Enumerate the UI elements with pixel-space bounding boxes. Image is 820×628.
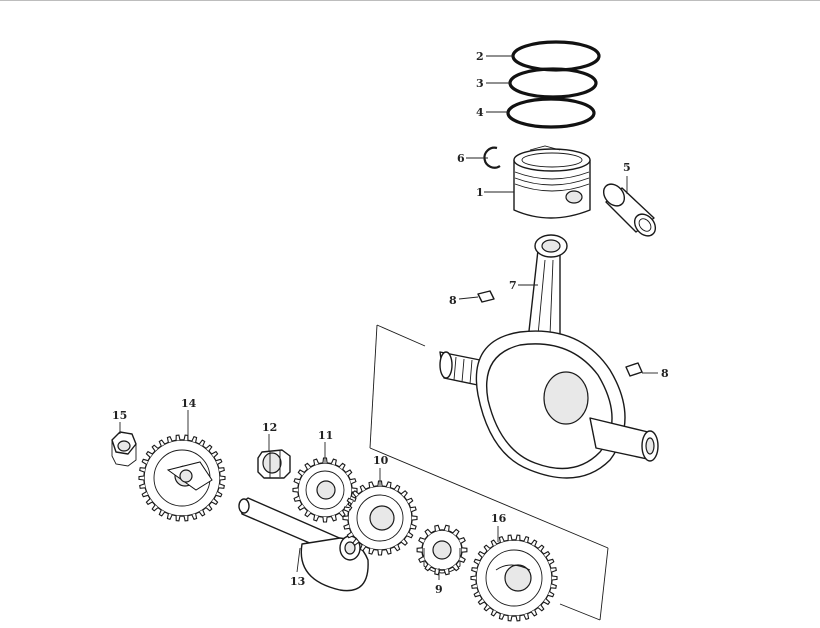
callout-5: 5 [623,161,631,174]
nut-icon [111,431,137,467]
circlip-icon [483,146,501,169]
piston-pin-icon [602,183,657,237]
callout-14: 14 [181,397,197,410]
callout-6: 6 [457,152,465,165]
callout-9: 9 [435,583,443,596]
callout-2: 2 [476,50,484,63]
callout-1: 1 [476,186,484,199]
top-border [0,0,820,1]
assembly-frame [369,324,609,621]
leader-lines [119,55,658,580]
callout-11: 11 [318,429,333,442]
piston-ring-top-icon [511,40,601,72]
callout-7: 7 [509,279,517,292]
callout-8-right: 8 [661,367,669,380]
woodruff-key-left-icon [477,290,495,303]
small-gear-icon [421,529,463,574]
collar-nut-icon [257,449,291,479]
gear-tooth-ring [138,434,226,522]
gear-teeth [138,434,558,622]
connecting-rod-icon [527,234,568,343]
callout-8-left: 8 [449,294,457,307]
callout-4: 4 [476,106,484,119]
callout-16: 16 [491,512,507,525]
crankshaft-icon [439,330,659,479]
piston-icon [513,145,591,219]
callout-13: 13 [290,575,305,588]
gear-tooth-ring [470,534,558,622]
piston-ring-second-icon [508,67,598,99]
callout-15: 15 [112,409,127,422]
piston-ring-oil-icon [506,97,596,129]
callout-3: 3 [476,77,484,90]
crank-gear-icon [475,539,553,617]
balancer-gear-icon [143,439,221,517]
callout-10: 10 [373,454,389,467]
callout-12: 12 [262,421,277,434]
gear-tooth-ring [416,524,468,576]
woodruff-key-right-icon [625,362,643,377]
